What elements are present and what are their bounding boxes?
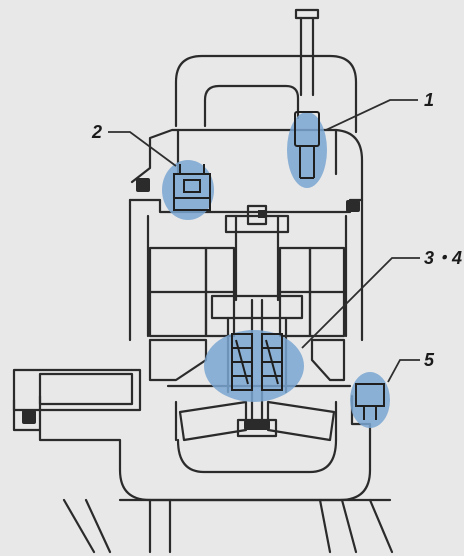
highlight-region-1 bbox=[287, 112, 327, 188]
fasteners bbox=[22, 178, 360, 430]
mechanical-seal-icon bbox=[231, 333, 283, 391]
top-cover bbox=[174, 54, 358, 134]
legs-left bbox=[62, 498, 172, 554]
motor-inner-walls bbox=[146, 214, 348, 338]
discharge-flange bbox=[12, 368, 142, 412]
highlight-region-5 bbox=[350, 372, 390, 428]
callout-label-3-4: 3・4 bbox=[424, 248, 462, 268]
lower-bearing-plate bbox=[210, 294, 304, 320]
callout-label-2: 2 bbox=[91, 122, 102, 142]
upper-bearing bbox=[246, 204, 268, 226]
upper-bearing-housing bbox=[224, 214, 290, 234]
rotor-sides bbox=[234, 214, 280, 302]
handle-inner bbox=[203, 84, 300, 128]
impeller-left bbox=[178, 400, 248, 442]
bolt-upper-right bbox=[346, 200, 360, 212]
oil-chamber-left bbox=[148, 338, 208, 382]
highlight-region-3-4 bbox=[204, 330, 304, 402]
upper-shoulder bbox=[130, 128, 364, 202]
oil-chamber-right bbox=[310, 338, 346, 382]
impeller-volute bbox=[176, 438, 338, 474]
bolt-upper-left bbox=[136, 178, 150, 192]
bolt-flange bbox=[22, 410, 36, 424]
lubricant-plug-icon bbox=[355, 383, 385, 420]
motor-sides bbox=[128, 198, 364, 342]
impeller-right bbox=[266, 400, 336, 442]
callout-label-5: 5 bbox=[424, 350, 435, 370]
discharge-bracket bbox=[12, 398, 42, 432]
cable-top bbox=[294, 8, 320, 20]
leader-1 bbox=[325, 99, 418, 131]
casing-inner-walls bbox=[174, 400, 338, 442]
discharge-pipe bbox=[38, 372, 134, 406]
leader-lines bbox=[108, 99, 420, 383]
legs-right bbox=[318, 498, 394, 554]
leader-2 bbox=[108, 131, 177, 167]
wiring-terminal-icon bbox=[173, 164, 211, 211]
pump-outline bbox=[12, 8, 394, 554]
stator-right-b bbox=[308, 246, 346, 338]
callout-label-1: 1 bbox=[424, 90, 434, 110]
leader-5 bbox=[387, 359, 420, 383]
cable-outlet-icon bbox=[294, 111, 320, 179]
leader-3-4 bbox=[301, 257, 420, 349]
pump-casing bbox=[38, 394, 372, 502]
impeller-nut bbox=[244, 420, 270, 430]
bearing-mark bbox=[258, 210, 266, 218]
